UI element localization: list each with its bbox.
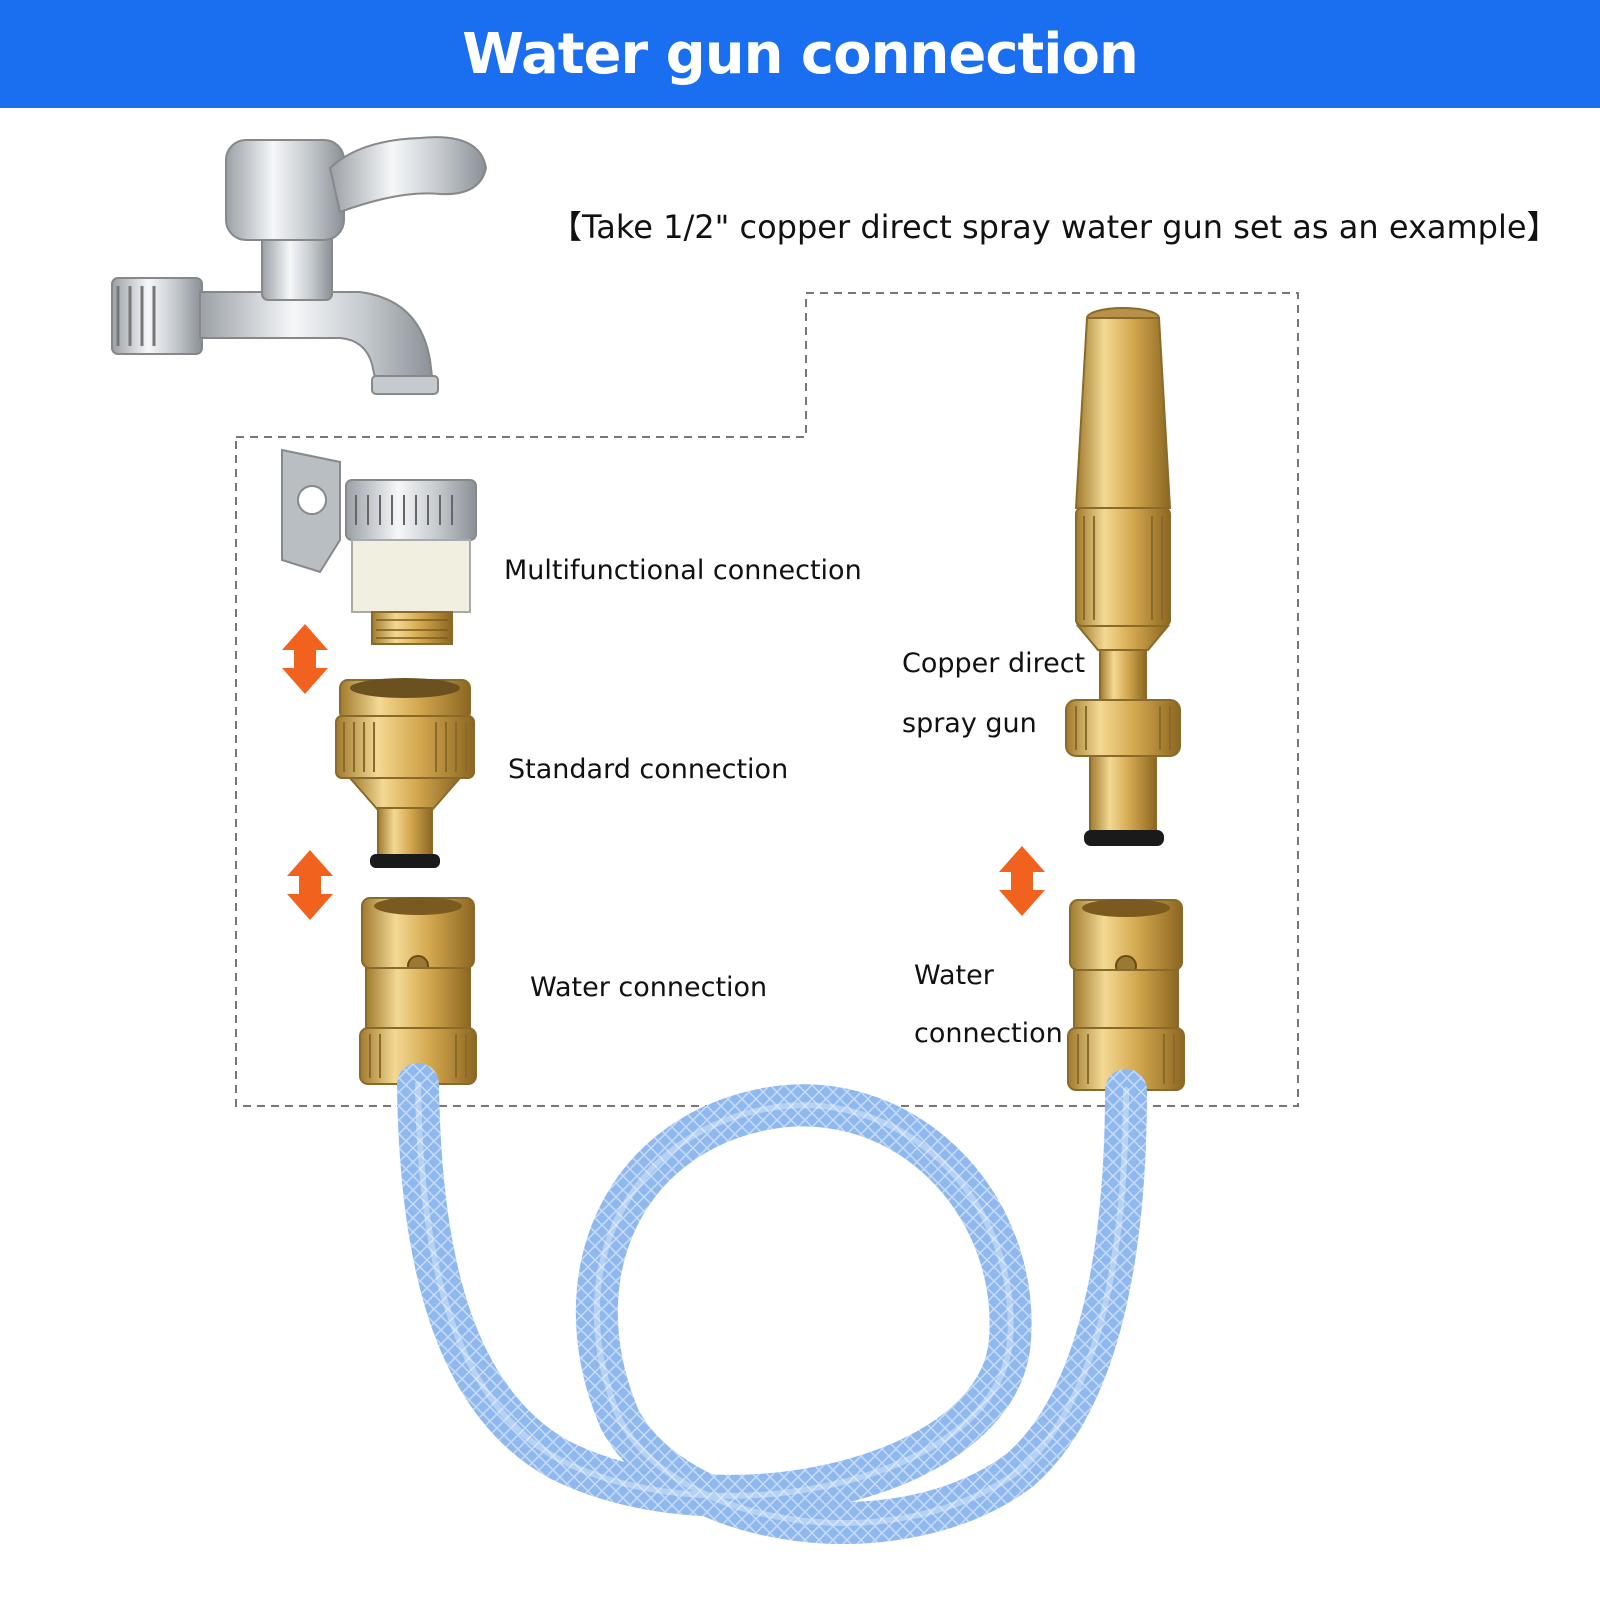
label-spray-gun-line1: Copper direct	[902, 648, 1086, 679]
faucet-icon	[111, 136, 488, 395]
copper-spray-gun-icon	[1065, 307, 1181, 846]
label-water-connection-right-line2: connection	[914, 1018, 1063, 1049]
label-standard-connection: Standard connection	[508, 754, 789, 785]
label-multifunctional-connection: Multifunctional connection	[504, 555, 862, 586]
label-water-connection-right-line1: Water	[914, 960, 994, 991]
grouping-outline	[235, 292, 1299, 1107]
multifunctional-connector-icon	[281, 448, 477, 645]
label-spray-gun-line2: spray gun	[902, 708, 1037, 739]
label-water-connection-left: Water connection	[530, 972, 768, 1003]
water-connector-left-icon	[359, 897, 477, 1085]
braided-hose-icon	[397, 1063, 1147, 1544]
page-title: Water gun connection	[462, 21, 1139, 87]
arrow-up-down-icon	[999, 846, 1045, 916]
subtitle: 【Take 1/2" copper direct spray water gun…	[550, 208, 1559, 246]
arrow-up-down-icon	[282, 624, 328, 694]
title-banner: Water gun connection	[0, 0, 1600, 108]
arrow-up-down-icon	[287, 850, 333, 920]
water-connector-right-icon	[1067, 899, 1185, 1091]
standard-connector-icon	[335, 678, 475, 868]
